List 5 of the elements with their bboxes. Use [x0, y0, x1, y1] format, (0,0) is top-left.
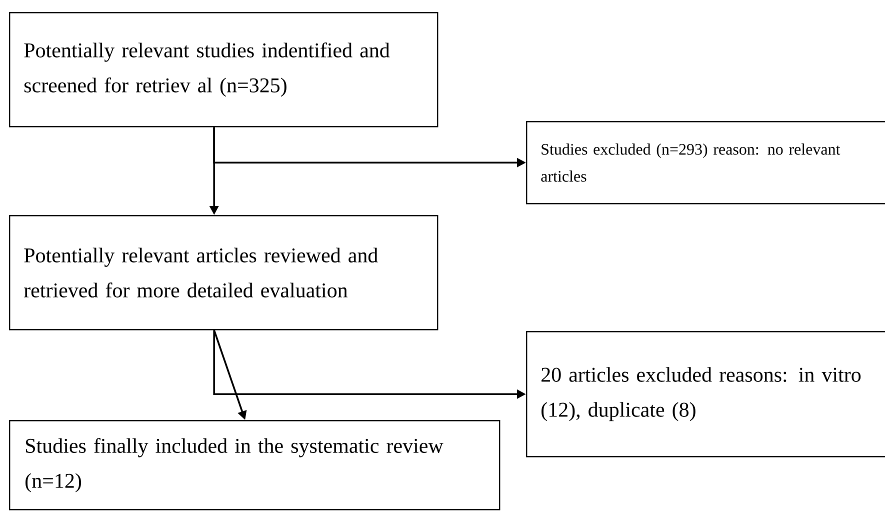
- process-box: 20 articles excluded reasons: in vitro (12), duplicate (8): [526, 331, 885, 458]
- process-box: Potentially relevant articles reviewed and retrieved for more detailed evaluation: [9, 215, 438, 330]
- process-box: Studies finally included in the systematic review (n=12): [9, 420, 500, 510]
- process-box: Studies excluded (n=293) reason: no relevant articles: [526, 121, 885, 204]
- process-box: Potentially relevant studies indentified and screened for retriev al (n=325): [9, 12, 438, 128]
